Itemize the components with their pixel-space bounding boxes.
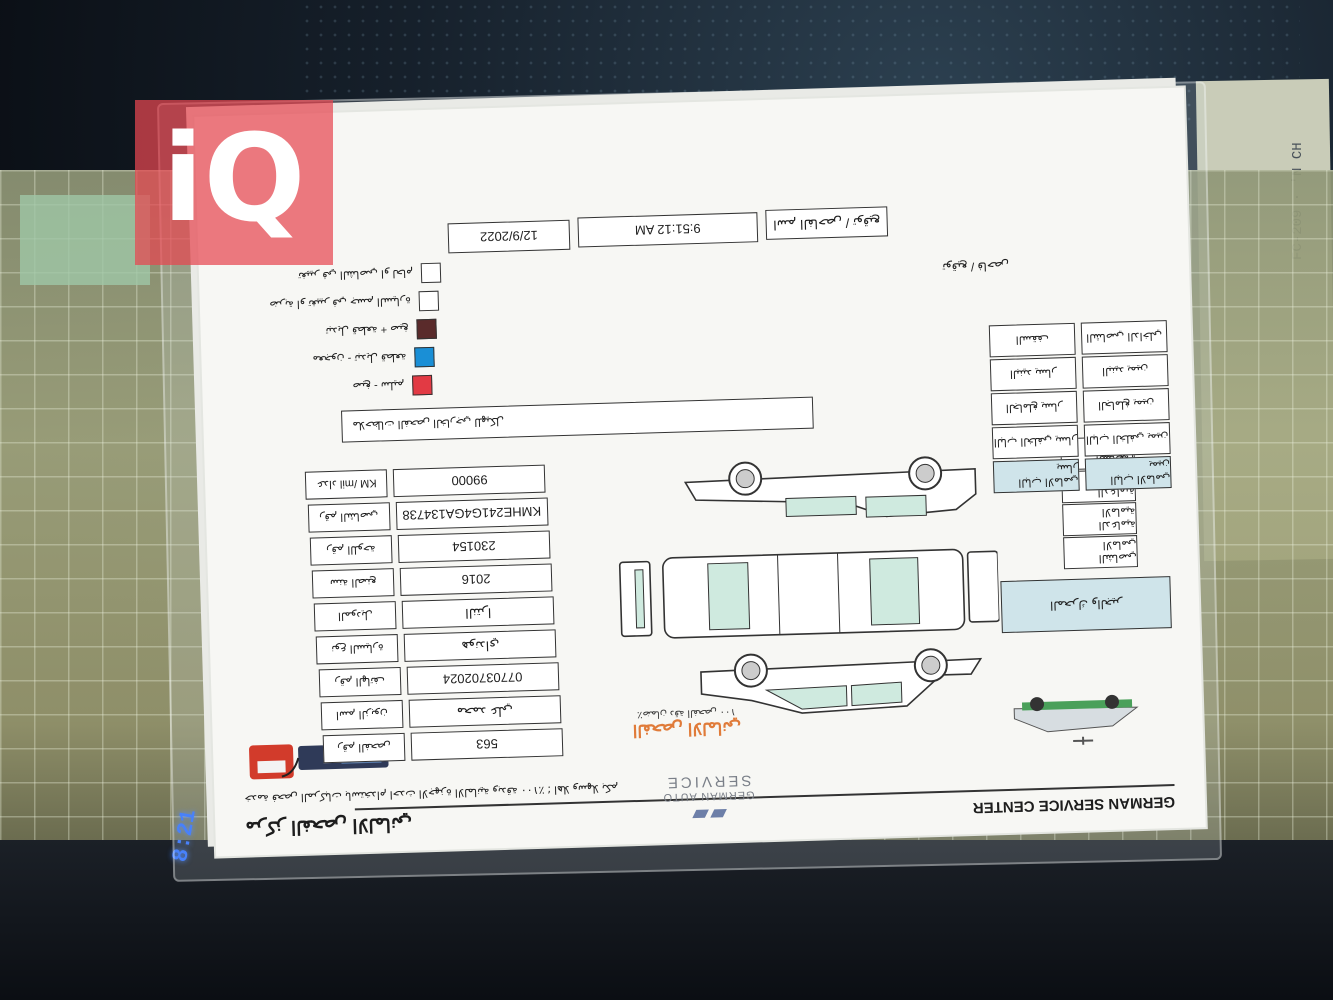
diagram-part-box: الشاصي الداخلي [1080,320,1168,355]
legend-item: صبغ - سليم [352,374,433,397]
date-value: 12/9/2022 [479,228,539,245]
info-field-label: رقم الشاصي [307,502,391,533]
time-field: 9:51:12 AM [577,212,759,248]
legend-label: تغيير في الشاصي او لحام [298,266,414,283]
engine-box: المحرك والجير [1000,576,1172,634]
info-field-label: اسم الزبون [320,699,404,731]
diagram-part-box: الدعامية الامامية [1062,502,1138,537]
legend-item: تغيير في الشاصي او لحام [298,262,442,287]
inspector-field: اسم الفاحص / توقيع [765,206,889,240]
diagram-part-box: الباب الخلفي يمين [1083,422,1171,457]
info-field-value: KMHE241G4GA134738 [395,497,549,531]
notes-label: ملاحظات الفحص الخارجي للهيكل [352,415,505,432]
signature-label: توقيع / فاحص [942,258,1010,275]
watermark-text: iQ [162,110,306,249]
info-field-label: رقم الفحص [322,732,406,764]
info-field-value: 99000 [393,464,546,498]
diagram-part-box: البنيد يسار [989,356,1077,392]
info-field-label: رقم اللوحة [309,535,393,566]
time-value: 9:51:12 AM [634,221,701,239]
info-field-value: 230154 [397,530,551,563]
legend-item: ضربة او تغيير في جسم السيارة [269,290,440,316]
info-field-value: 2016 [399,563,553,596]
info-field-value: 563 [410,728,564,761]
engine-box-label: المحرك والجير [1049,596,1123,613]
form-title: مركز الفحص الالماني [245,812,413,839]
dashboard-strip [0,840,1333,1000]
diagram-part-box: الجاملغ يسار [990,390,1078,426]
legend-swatch [418,290,440,312]
info-field-value: النترا [401,596,555,629]
legend-item: تبديل قطعة + صبغ [325,318,437,342]
legend-label: معجون - تبديل قطعة [312,351,407,366]
diagram-part-box: السقف [988,322,1076,358]
diagram-part-box: الشاصي الامامي [1063,535,1139,570]
info-field-label: سنة الصنع [311,568,395,599]
legend-swatch [414,346,435,368]
legend-label: صبغ - سليم [352,379,405,393]
diagram-part-box: الباب الامامي يسار [992,458,1080,494]
info-field-label: رقم الهاتف [318,666,402,698]
legend-swatch [420,262,442,284]
diagram-part-box: البنيد يمين [1081,354,1169,389]
diagram-part-box: الجاملغ يمين [1082,388,1170,423]
info-field-value: 07703702024 [406,662,560,695]
legend-label: ضربة او تغيير في جسم السيارة [269,295,411,312]
company-name: GERMAN SERVICE CENTER [972,793,1176,817]
info-field-value: محمد علي [408,695,562,728]
info-field-label: الموديل [313,601,397,632]
car-diagram [618,456,1001,714]
info-field-value: هونداي [404,629,557,662]
legend-swatch [412,374,433,396]
diagram-part-box: الباب الخلفي يسار [991,424,1079,460]
diagram-part-box: الباب الامامي يمين [1084,456,1172,491]
inspection-form: GERMAN SERVICE CENTER ▰▰ GERMAN AUTO SER… [194,87,1206,857]
date-field: 12/9/2022 [447,219,571,254]
car-lift-icon [1013,694,1139,745]
legend-swatch [416,318,437,340]
green-tab [20,195,150,285]
info-field-label: نوع السيارة [316,634,399,665]
logo-icon: ▰▰ [690,802,728,829]
inspector-label: اسم الفاحص / توقيع [772,214,881,233]
legend-label: تبديل قطعة + صبغ [325,323,409,338]
info-field-label: KM /mil عداد [305,469,389,500]
iq-watermark-logo: iQ [135,100,333,265]
legend-item: معجون - تبديل قطعة [312,346,435,371]
